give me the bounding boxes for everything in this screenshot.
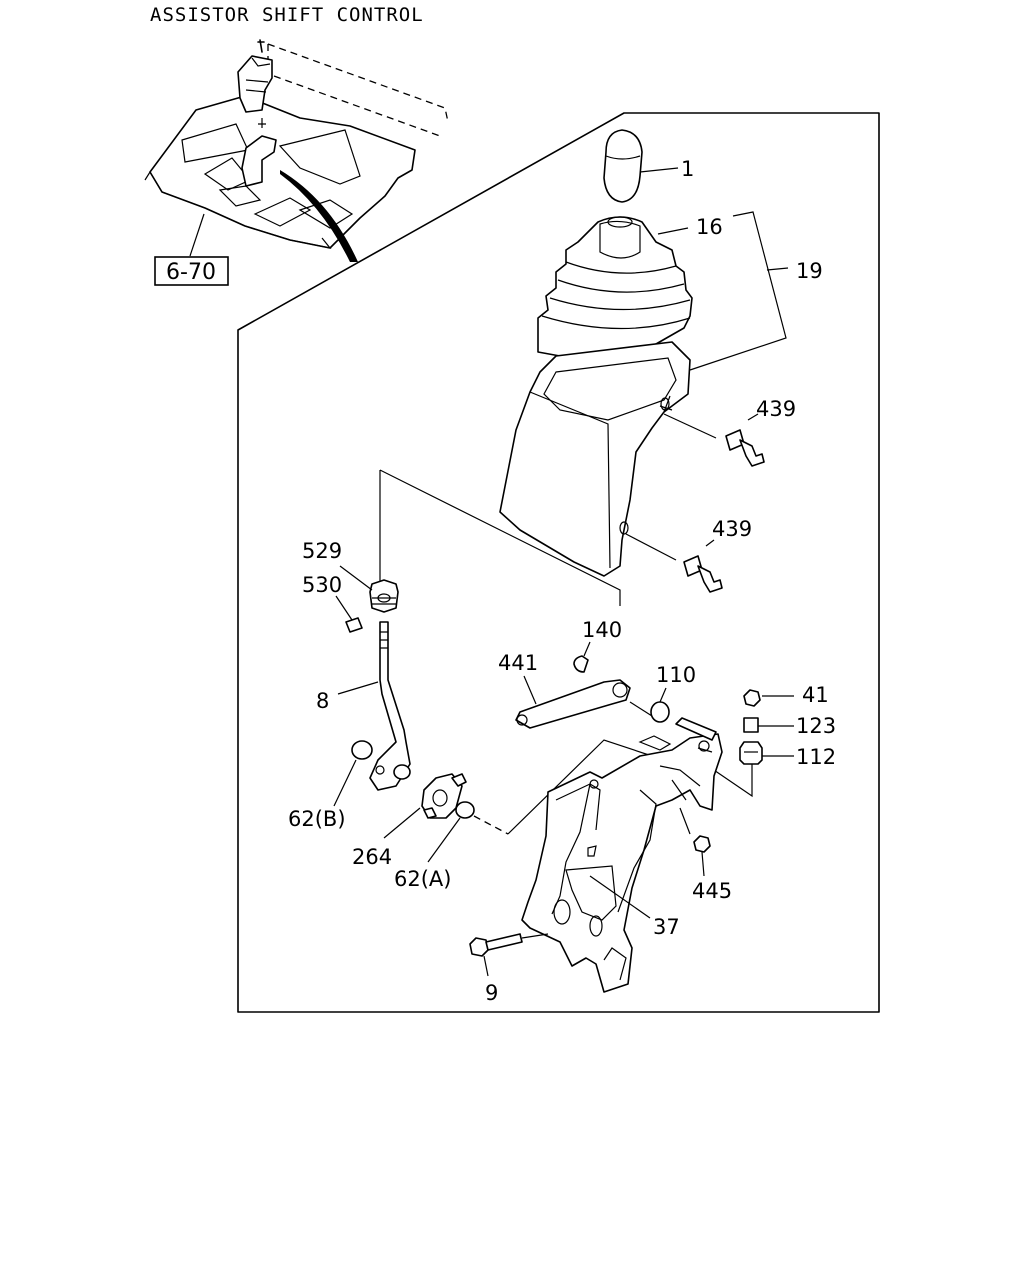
detail-frame (237, 112, 880, 1013)
washer-110 (650, 701, 670, 723)
collar-123 (743, 717, 759, 733)
callout-441: 441 (498, 651, 538, 675)
callout-445: 445 (692, 879, 732, 903)
callout-530: 530 (302, 573, 342, 597)
cab-floor-overview (144, 39, 449, 262)
callout-41: 41 (802, 683, 829, 707)
reference-box: 6-70 (154, 213, 229, 286)
console-housing (499, 341, 691, 577)
nut-41 (743, 689, 761, 707)
callout-439-upper: 439 (756, 397, 796, 421)
callout-123: 123 (796, 714, 836, 738)
shift-knob (603, 129, 643, 203)
ball-joint-62b (351, 740, 373, 760)
callout-16: 16 (696, 215, 723, 239)
reference-label: 6-70 (166, 260, 216, 285)
screw-439-upper (725, 429, 765, 467)
callout-1: 1 (681, 157, 694, 181)
bushing-112 (739, 741, 763, 765)
bracket-37 (521, 733, 723, 993)
callout-9: 9 (485, 981, 498, 1005)
bushing-529 (369, 579, 399, 613)
shift-boot (537, 216, 693, 359)
callout-62b: 62(B) (288, 807, 346, 831)
callout-264: 264 (352, 845, 392, 869)
callout-37: 37 (653, 915, 680, 939)
nut-445 (693, 835, 711, 853)
callout-529: 529 (302, 539, 342, 563)
callout-8: 8 (316, 689, 329, 713)
callout-19: 19 (796, 259, 823, 283)
ball-joint-62a (455, 801, 475, 819)
plate-264 (421, 773, 467, 819)
callout-62a: 62(A) (394, 867, 451, 891)
callout-140: 140 (582, 618, 622, 642)
callout-labels: 1 16 19 439 439 529 530 140 441 110 41 1… (288, 157, 836, 1005)
shift-lever (369, 621, 411, 791)
callout-439-lower: 439 (712, 517, 752, 541)
clip-140 (573, 655, 589, 673)
callout-leaders (333, 167, 794, 977)
diagram-title: ASSISTOR SHIFT CONTROL (150, 4, 424, 26)
bolt-9 (469, 933, 523, 957)
screw-439-lower (683, 555, 723, 593)
pin-530 (345, 617, 363, 633)
pivot-pin (675, 717, 717, 741)
callout-112: 112 (796, 745, 836, 769)
callout-110: 110 (656, 663, 696, 687)
link-441 (515, 679, 631, 729)
